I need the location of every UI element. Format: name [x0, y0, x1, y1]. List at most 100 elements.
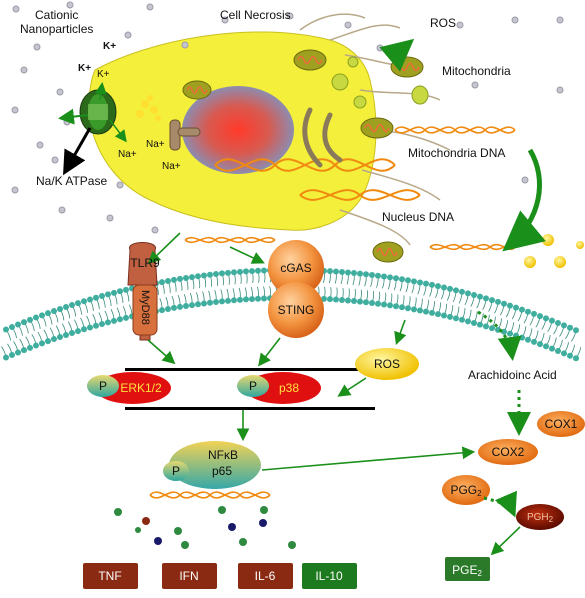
- lipid-head: [381, 301, 387, 308]
- lipid-head: [117, 316, 123, 323]
- lipid-head: [429, 281, 435, 288]
- lipid-head: [441, 284, 447, 291]
- arrow-dna-to-cgas: [229, 246, 265, 264]
- lipid-head: [531, 310, 537, 317]
- p-oval-p38: [237, 375, 269, 397]
- lipid-head: [363, 271, 369, 278]
- lipid-head: [201, 272, 207, 279]
- lipid-head: [105, 319, 111, 326]
- lipid-head: [513, 304, 519, 311]
- lipid-head: [399, 304, 405, 311]
- lipid-head: [123, 314, 129, 321]
- lipid-head: [327, 268, 333, 275]
- lipid-head: [159, 279, 165, 286]
- lipid-head: [201, 300, 207, 307]
- pgg2-base: PGG: [450, 483, 478, 497]
- lipid-head: [63, 303, 69, 310]
- lipid-head: [393, 275, 399, 282]
- lipid-head: [261, 295, 267, 302]
- pgg2-sub: 2: [477, 489, 482, 498]
- lipid-head: [249, 296, 255, 303]
- lipid-head: [357, 298, 363, 305]
- lipid-head: [465, 318, 471, 325]
- yellow-particles: [524, 234, 584, 268]
- pge2-sub: 2: [477, 569, 482, 578]
- mitochondrion-5: [372, 241, 404, 263]
- k-arrow: [94, 82, 107, 101]
- lipid-head: [9, 351, 15, 358]
- label-nucleus-dna: Nucleus DNA: [382, 210, 455, 224]
- lipid-head: [531, 338, 537, 345]
- node-erk: ERK1/2: [120, 381, 162, 395]
- node-p-p38: P: [248, 379, 258, 393]
- lipid-head: [501, 328, 507, 335]
- lipid-head: [489, 297, 495, 304]
- lipid-head: [81, 298, 87, 305]
- lipid-head: [33, 342, 39, 349]
- lipid-head: [93, 294, 99, 301]
- lipid-head: [369, 299, 375, 306]
- lipid-head: [243, 296, 249, 303]
- na-k-atpase-channel: [79, 89, 117, 135]
- lipid-head: [51, 336, 57, 343]
- cytokine-il6: IL-6: [254, 569, 276, 583]
- pgg2-oval: [442, 475, 490, 505]
- lipid-head: [573, 355, 579, 362]
- lipid-head: [219, 270, 225, 277]
- lipid-head: [357, 270, 363, 277]
- lipid-head: [483, 323, 489, 330]
- lipid-head: [411, 278, 417, 285]
- lipid-head: [381, 273, 387, 280]
- lipid-head: [537, 341, 543, 348]
- label-na-k-atpase: Na/K ATPase: [36, 174, 108, 188]
- pge2-box: [445, 557, 490, 581]
- mitochondrion-3: [390, 56, 424, 78]
- lipid-head: [321, 295, 327, 302]
- node-p65: p65: [211, 464, 233, 478]
- arrow-ros-to-bar: [337, 377, 367, 397]
- lipid-head: [9, 323, 15, 330]
- lipid-head: [453, 287, 459, 294]
- lipid-head: [435, 283, 441, 290]
- lipid-head: [387, 274, 393, 281]
- node-cox1: COX1: [544, 417, 578, 431]
- ifn-box: [162, 563, 217, 589]
- lipid-head: [327, 296, 333, 303]
- cytokine-dots: [114, 506, 296, 549]
- lipid-head: [423, 280, 429, 287]
- lipid-head: [351, 298, 357, 305]
- lipid-head: [219, 298, 225, 305]
- lipid-head: [213, 271, 219, 278]
- nfkb-oval: [169, 441, 261, 489]
- label-mitochondria-dna: Mitochondria DNA: [408, 146, 506, 160]
- arrow-membrane-to-ros: [394, 319, 407, 346]
- lipid-head: [567, 352, 573, 359]
- lipid-head: [255, 267, 261, 274]
- lipid-head: [195, 273, 201, 280]
- label-mitochondria: Mitochondria: [442, 64, 511, 78]
- lipid-head: [471, 319, 477, 326]
- lipid-head: [369, 271, 375, 278]
- lipid-head: [177, 303, 183, 310]
- arrow-dna-to-tlr9: [147, 232, 181, 265]
- mitochondrion-1: [293, 49, 327, 71]
- lipid-head: [435, 311, 441, 318]
- arrow-myd88-to-erk: [147, 339, 176, 365]
- lipid-head: [51, 308, 57, 315]
- p-oval-nfkb: [163, 461, 189, 481]
- lipid-head: [525, 336, 531, 343]
- lipid-head: [123, 286, 129, 293]
- lipid-head: [33, 314, 39, 321]
- er-structure: [302, 107, 343, 168]
- lipid-head: [555, 347, 561, 354]
- lipid-head: [405, 277, 411, 284]
- cox1-oval: [537, 411, 585, 437]
- lipid-head: [429, 309, 435, 316]
- lipid-head: [165, 305, 171, 312]
- ros-arrow-top: [379, 38, 415, 72]
- lipid-head: [177, 275, 183, 282]
- label-cell-necrosis: Cell Necrosis: [220, 8, 291, 22]
- lipid-head: [561, 322, 567, 329]
- pge2-base: PGE: [452, 563, 478, 577]
- lipid-head: [261, 267, 267, 274]
